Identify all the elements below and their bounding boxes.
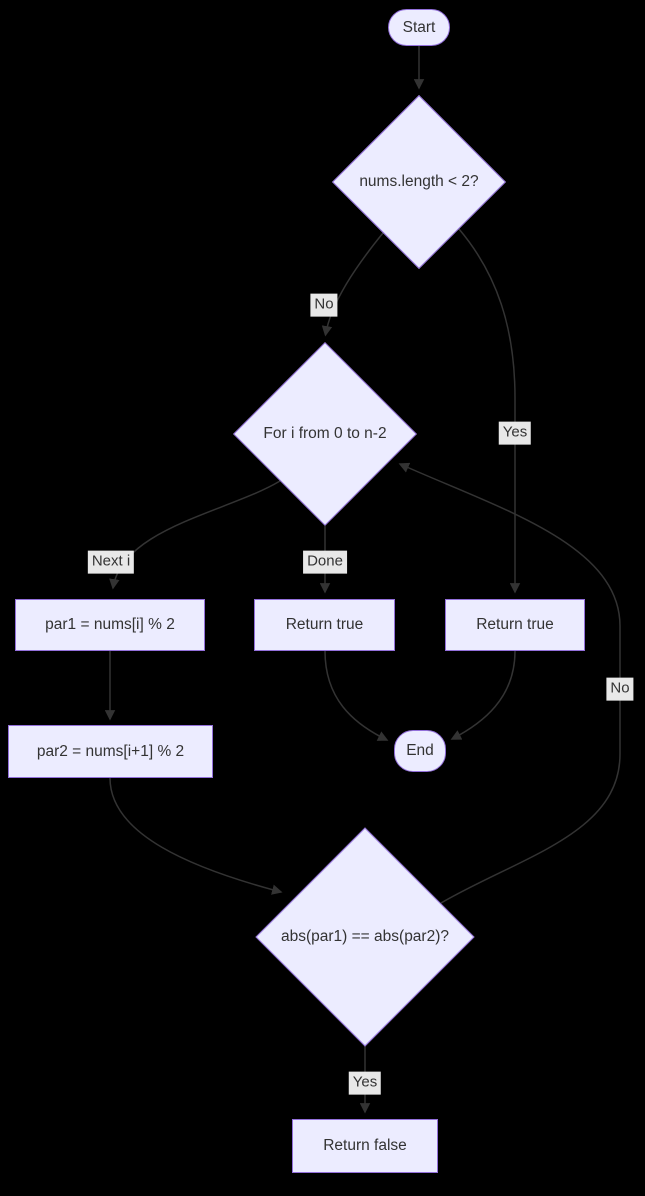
node-par1: par1 = nums[i] % 2 xyxy=(15,599,205,651)
edge-label-next-i: Next i xyxy=(87,550,135,574)
edge-label-yes-abs: Yes xyxy=(348,1071,382,1095)
node-return-true-done-label: Return true xyxy=(285,616,364,634)
node-end: End xyxy=(394,730,446,772)
edge-par2-to-abs-check xyxy=(109,777,283,895)
node-return-true-done: Return true xyxy=(254,599,395,651)
edge-label-done: Done xyxy=(303,550,347,574)
edge-abs-check-no-to-for-loop xyxy=(398,462,621,904)
node-return-false: Return false xyxy=(292,1119,438,1173)
node-start-label: Start xyxy=(402,18,436,36)
edge-check-length-no-to-for-loop xyxy=(321,232,384,337)
node-end-label: End xyxy=(406,742,434,760)
node-return-true-yes-label: Return true xyxy=(476,616,554,634)
edge-label-yes-length: Yes xyxy=(498,421,532,445)
node-par2: par2 = nums[i+1] % 2 xyxy=(8,725,213,778)
node-for-loop-label: For i from 0 to n-2 xyxy=(263,425,387,442)
node-check-length: nums.length < 2? xyxy=(332,95,506,269)
node-return-true-yes: Return true xyxy=(445,599,585,651)
edge-return-true-yes-to-end xyxy=(450,650,516,740)
edge-return-true-done-to-end xyxy=(324,650,389,741)
edge-label-no-abs: No xyxy=(606,677,634,701)
node-par2-label: par2 = nums[i+1] % 2 xyxy=(36,742,185,760)
node-abs-check-label: abs(par1) == abs(par2)? xyxy=(280,928,449,945)
edge-label-no-length: No xyxy=(310,293,338,317)
node-par1-label: par1 = nums[i] % 2 xyxy=(45,616,175,634)
node-for-loop: For i from 0 to n-2 xyxy=(233,342,417,526)
node-check-length-label: nums.length < 2? xyxy=(359,173,479,190)
node-return-false-label: Return false xyxy=(323,1137,407,1155)
node-abs-check: abs(par1) == abs(par2)? xyxy=(255,827,475,1047)
edge-check-length-yes-to-return-true xyxy=(458,228,521,594)
node-start: Start xyxy=(388,9,450,46)
